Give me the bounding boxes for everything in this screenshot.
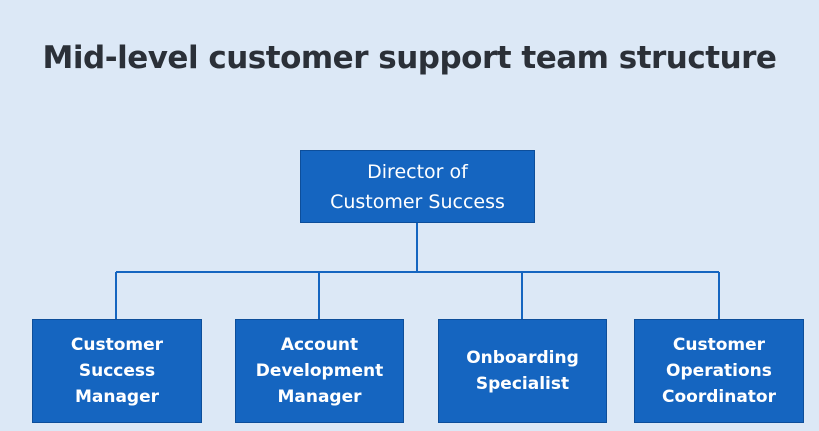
child-1-line-3: Manager [74,387,160,407]
child-4-line-3: Coordinator [662,387,776,407]
child-4-line-2: Operations [666,361,772,381]
customer-operations-coordinator-node: Customer Operations Coordinator [634,319,804,423]
child-2-line-1: Account [280,335,359,355]
child-1-line-1: Customer [70,335,164,355]
child-1-line-2: Success [78,361,156,381]
director-of-customer-success-node: Director of Customer Success [300,150,535,223]
child-3-line-2: Specialist [475,374,570,394]
onboarding-specialist-node: Onboarding Specialist [438,319,607,423]
root-label-line-1: Director of [367,160,468,183]
customer-success-manager-node: Customer Success Manager [32,319,202,423]
child-2-line-2: Development [255,361,384,381]
child-4-line-1: Customer [672,335,766,355]
page-title: Mid-level customer support team structur… [42,40,777,76]
child-3-line-1: Onboarding [466,348,579,368]
account-development-manager-node: Account Development Manager [235,319,404,423]
root-label-line-2: Customer Success [330,190,505,213]
child-2-line-3: Manager [277,387,362,407]
